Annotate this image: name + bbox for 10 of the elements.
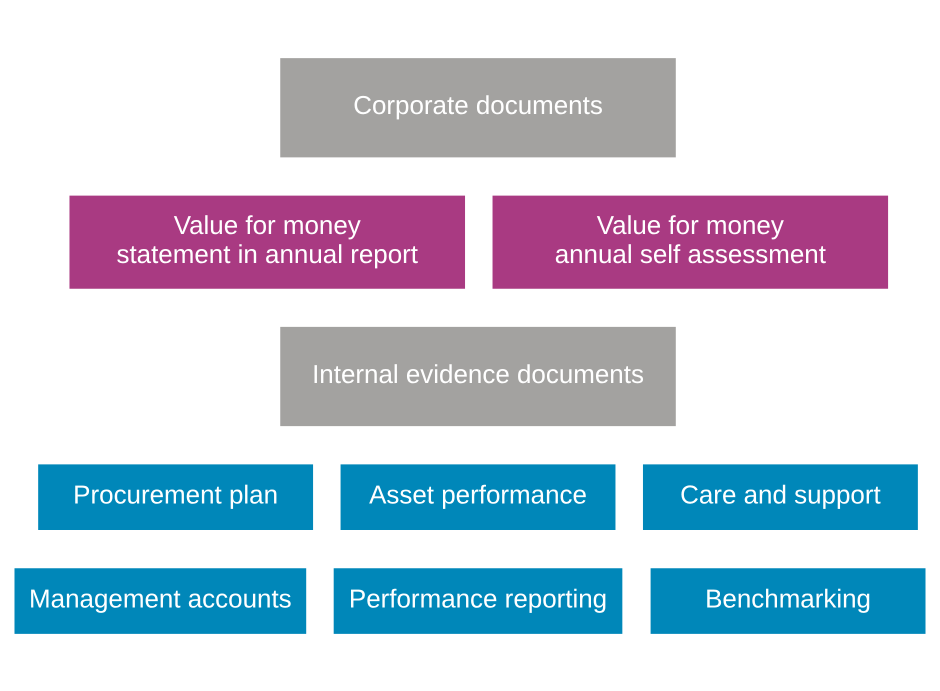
node-box: Internal evidence documents [280, 326, 676, 426]
node-box: Value for money statement in annual report [69, 195, 466, 288]
node-box: Management accounts [14, 568, 306, 634]
node-box: Care and support [642, 464, 918, 530]
node-box: Benchmarking [650, 568, 926, 634]
node-box: Asset performance [340, 464, 616, 530]
node-box: Corporate documents [280, 58, 676, 157]
node-box: Performance reporting [334, 568, 622, 634]
node-box: Value for money annual self assessment [492, 195, 888, 288]
node-box: Procurement plan [38, 464, 314, 530]
